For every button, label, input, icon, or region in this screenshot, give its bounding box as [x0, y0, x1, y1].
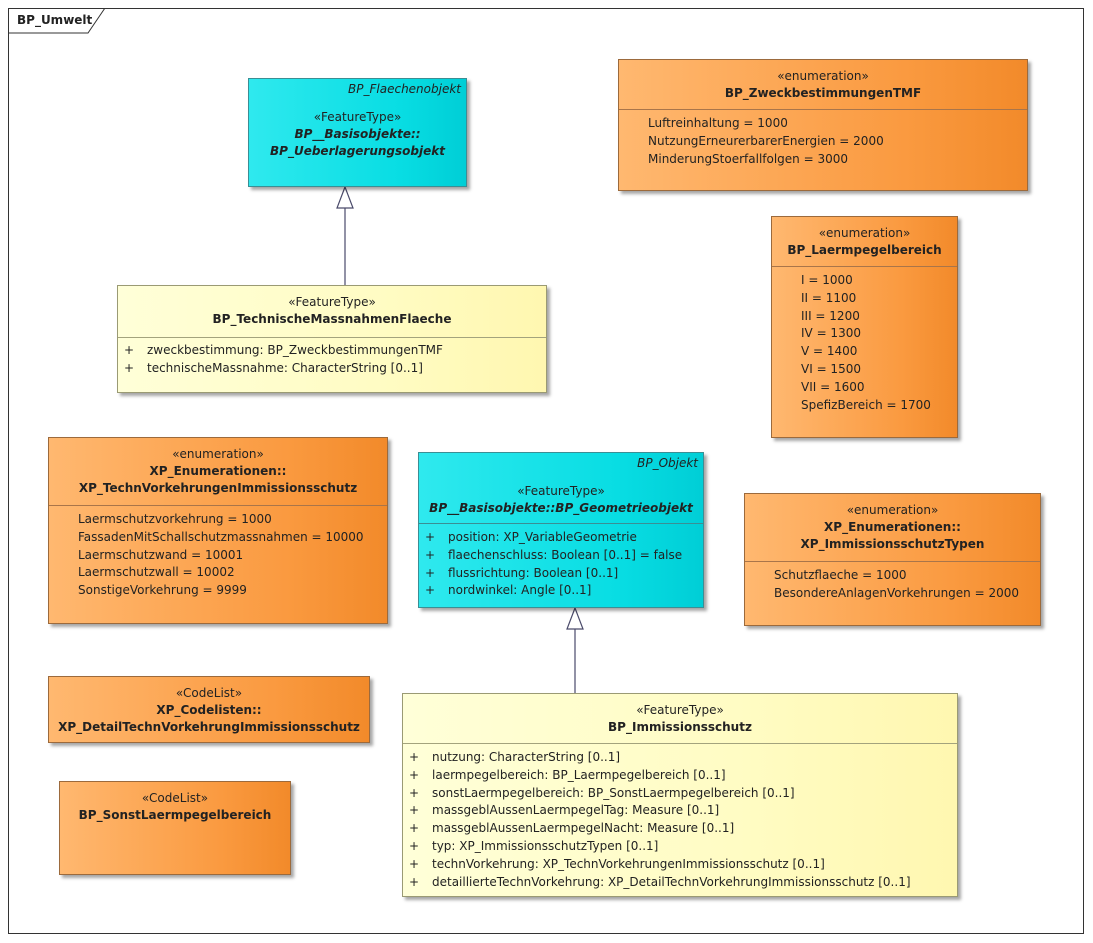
- stereotype-label: «CodeList»: [175, 686, 243, 700]
- stereotype-label: «FeatureType»: [517, 484, 605, 498]
- enum-bp-laermpegelbereich[interactable]: «enumeration» BP_Laermpegelbereich I = 1…: [771, 216, 958, 438]
- class-name-line2: XP_DetailTechnVorkehrungImmissionsschutz: [58, 720, 360, 734]
- class-name: BP_Laermpegelbereich: [787, 243, 942, 257]
- package-frame: [8, 8, 1084, 934]
- attribute-row: +flussrichtung: Boolean [0..1]: [425, 565, 619, 580]
- enum-literal: Laermschutzwall = 10002: [78, 565, 235, 580]
- class-name-line1: BP__Basisobjekte::: [294, 127, 421, 141]
- parent-class-label: BP_Objekt: [637, 456, 698, 470]
- class-name-line2: XP_ImmissionsschutzTypen: [800, 537, 985, 551]
- class-bp-flaechenobjekt[interactable]: BP_Flaechenobjekt «FeatureType» BP__Basi…: [248, 78, 467, 187]
- enum-literal: Schutzflaeche = 1000: [774, 568, 907, 582]
- enum-literal: Luftreinhaltung = 1000: [648, 116, 788, 130]
- package-tab-outline: [8, 8, 106, 34]
- parent-class-label: BP_Flaechenobjekt: [348, 82, 461, 96]
- enum-literal: FassadenMitSchallschutzmassnahmen = 1000…: [78, 529, 364, 544]
- stereotype-label: «CodeList»: [141, 791, 209, 805]
- class-name: BP__Basisobjekte::BP_Geometrieobjekt: [429, 501, 693, 515]
- compartment-divider: [118, 337, 546, 338]
- attribute-row: +technischeMassnahme: CharacterString [0…: [124, 360, 423, 375]
- compartment-divider: [419, 523, 703, 524]
- class-name: BP_Immissionsschutz: [608, 720, 752, 734]
- enum-bp-zweckbestimmungen-tmf[interactable]: «enumeration» BP_ZweckbestimmungenTMF Lu…: [618, 59, 1028, 191]
- attribute-row: +laermpegelbereich: BP_Laermpegelbereich…: [409, 767, 726, 782]
- enum-literal: Laermschutzvorkehrung = 1000: [78, 512, 272, 526]
- codelist-bp-sonst-laermpegelbereich[interactable]: «CodeList» BP_SonstLaermpegelbereich: [59, 781, 291, 875]
- class-name: BP_ZweckbestimmungenTMF: [724, 86, 922, 100]
- enum-literal: BesondereAnlagenVorkehrungen = 2000: [774, 585, 1020, 600]
- attribute-row: +nutzung: CharacterString [0..1]: [409, 750, 621, 764]
- compartment-divider: [745, 561, 1040, 562]
- compartment-divider: [619, 109, 1027, 110]
- stereotype-label: «FeatureType»: [313, 110, 402, 124]
- class-bp-immissionsschutz[interactable]: «FeatureType» BP_Immissionsschutz +nutzu…: [402, 693, 958, 897]
- generalization-arrowhead-immissionsschutz: [566, 606, 584, 630]
- enum-literal: VI = 1500: [801, 361, 861, 376]
- compartment-divider: [772, 266, 957, 267]
- attribute-row: +zweckbestimmung: BP_ZweckbestimmungenTM…: [124, 343, 443, 357]
- attribute-row: +nordwinkel: Angle [0..1]: [425, 583, 592, 598]
- class-name-line1: XP_Codelisten::: [156, 703, 262, 717]
- attribute-row: +flaechenschluss: Boolean [0..1] = false: [425, 547, 683, 562]
- enum-literal: Laermschutzwand = 10001: [78, 547, 244, 562]
- generalization-arrowhead-technische: [336, 185, 354, 209]
- codelist-xp-detail-techn-vorkehrung[interactable]: «CodeList» XP_Codelisten:: XP_DetailTech…: [48, 676, 370, 743]
- stereotype-label: «enumeration»: [846, 503, 939, 517]
- compartment-divider: [49, 505, 387, 506]
- enum-literal: III = 1200: [801, 308, 860, 323]
- attribute-row: +massgeblAussenLaermpegelNacht: Measure …: [409, 821, 735, 836]
- enum-xp-immissionsschutz-typen[interactable]: «enumeration» XP_Enumerationen:: XP_Immi…: [744, 493, 1041, 626]
- class-bp-technische-massnahmen-flaeche[interactable]: «FeatureType» BP_TechnischeMassnahmenFla…: [117, 285, 547, 393]
- enum-literal: SpefizBereich = 1700: [801, 397, 931, 412]
- attribute-row: +typ: XP_ImmissionsschutzTypen [0..1]: [409, 838, 659, 853]
- class-name-line1: XP_Enumerationen::: [824, 520, 961, 534]
- package-name: BP_Umwelt: [17, 13, 93, 27]
- enum-literal: I = 1000: [801, 273, 853, 287]
- enum-literal: MinderungStoerfallfolgen = 3000: [648, 151, 849, 166]
- class-bp-geometrieobjekt[interactable]: BP_Objekt «FeatureType» BP__Basisobjekte…: [418, 452, 704, 608]
- enum-literal: IV = 1300: [801, 326, 861, 341]
- enum-literal: SonstigeVorkehrung = 9999: [78, 583, 247, 598]
- stereotype-label: «FeatureType»: [636, 703, 724, 717]
- stereotype-label: «FeatureType»: [288, 295, 376, 309]
- attribute-row: +detaillierteTechnVorkehrung: XP_DetailT…: [409, 874, 911, 889]
- class-name: BP_TechnischeMassnahmenFlaeche: [212, 312, 452, 326]
- compartment-divider: [403, 743, 957, 744]
- enum-literal: V = 1400: [801, 344, 858, 359]
- enum-xp-techn-vorkehrungen-immissionsschutz[interactable]: «enumeration» XP_Enumerationen:: XP_Tech…: [48, 437, 388, 624]
- attribute-row: +massgeblAussenLaermpegelTag: Measure [0…: [409, 803, 720, 818]
- enum-literal: VII = 1600: [801, 379, 865, 394]
- enum-literal: II = 1100: [801, 290, 857, 305]
- stereotype-label: «enumeration»: [777, 69, 869, 83]
- stereotype-label: «enumeration»: [818, 226, 911, 240]
- class-name-line2: BP_Ueberlagerungsobjekt: [270, 144, 445, 158]
- class-name: BP_SonstLaermpegelbereich: [78, 808, 272, 822]
- enum-literal: NutzungErneurerbarerEnergien = 2000: [648, 133, 884, 148]
- class-name-line2: XP_TechnVorkehrungenImmissionsschutz: [78, 481, 358, 495]
- attribute-row: +technVorkehrung: XP_TechnVorkehrungenIm…: [409, 856, 825, 871]
- stereotype-label: «enumeration»: [172, 447, 264, 461]
- attribute-row: +sonstLaermpegelbereich: BP_SonstLaermpe…: [409, 785, 795, 800]
- attribute-row: +position: XP_VariableGeometrie: [425, 530, 637, 544]
- class-name-line1: XP_Enumerationen::: [149, 464, 287, 478]
